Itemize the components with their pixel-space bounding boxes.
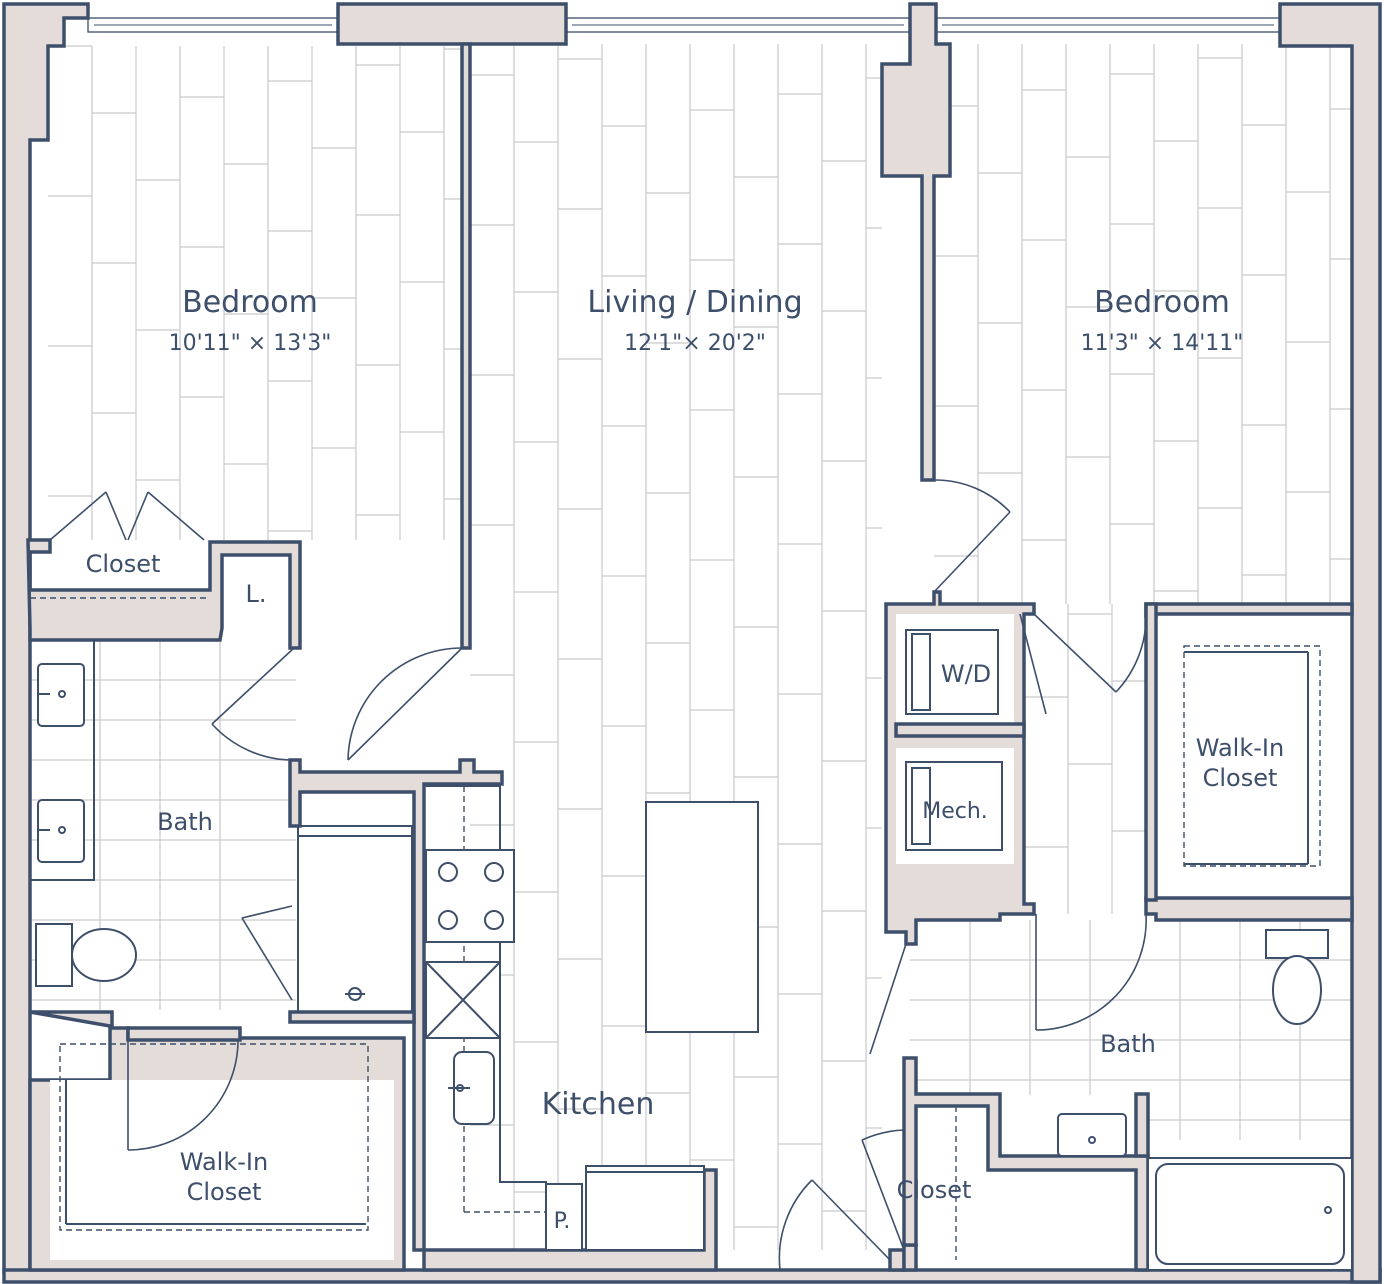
washer-dryer-label: W/D <box>941 660 991 688</box>
kitchen-fixtures <box>423 785 759 1251</box>
walkin-right-label-1: Walk-In <box>1196 734 1284 762</box>
walkin-left-label-1: Walk-In <box>180 1148 268 1176</box>
room-labels: Bedroom 10'11" × 13'3" Living / Dining 1… <box>86 285 1285 1234</box>
bath-left-label: Bath <box>157 808 213 836</box>
walkin-shelves-left <box>59 1043 369 1231</box>
laundry-fixtures <box>905 629 1003 851</box>
mechanical-label: Mech. <box>922 799 988 824</box>
bedroom-right-label: Bedroom <box>1094 285 1230 320</box>
closet-right-label: Closet <box>897 1176 972 1204</box>
pantry-label: P. <box>554 1209 571 1234</box>
living-dining-label: Living / Dining <box>587 285 802 320</box>
bath-fixtures-right <box>1057 929 1353 1271</box>
doors <box>30 479 1147 1271</box>
living-dining-dimensions: 12'1"× 20'2" <box>624 331 766 356</box>
kitchen-label: Kitchen <box>542 1087 655 1122</box>
walkin-left-label-2: Closet <box>187 1178 262 1206</box>
bedroom-left-label: Bedroom <box>182 285 318 320</box>
bedroom-left-dimensions: 10'11" × 13'3" <box>169 331 332 356</box>
closet-left-label: Closet <box>86 550 161 578</box>
bedroom-right-dimensions: 11'3" × 14'11" <box>1081 331 1244 356</box>
wood-floor <box>48 44 1352 1250</box>
bath-right-label: Bath <box>1100 1030 1156 1058</box>
window <box>87 17 1281 33</box>
linen-label: L. <box>246 580 267 608</box>
bath-fixtures-left <box>29 639 413 1013</box>
walkin-shelves-right <box>1183 645 1321 867</box>
walkin-right-label-2: Closet <box>1203 764 1278 792</box>
